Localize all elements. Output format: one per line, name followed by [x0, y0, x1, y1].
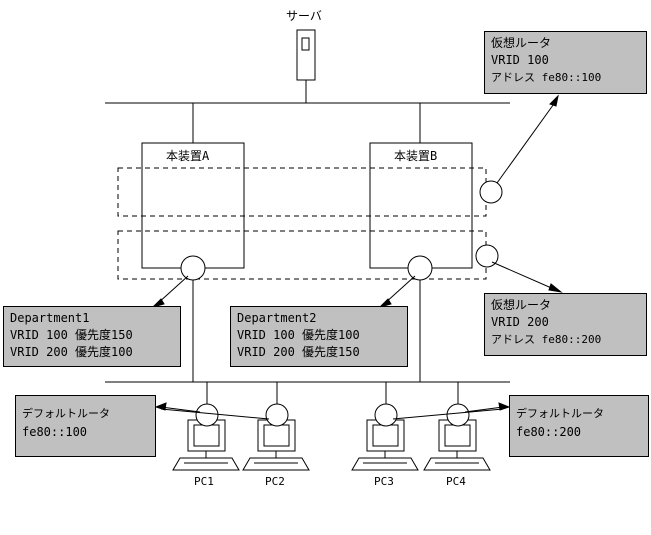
- default-router-left-box: デフォルトルータ fe80::100: [15, 395, 156, 457]
- department1-line2: VRID 200 優先度100: [10, 345, 133, 359]
- pc4-label: PC4: [446, 475, 466, 488]
- department1-line1: VRID 100 優先度150: [10, 328, 133, 342]
- pc3-label: PC3: [374, 475, 394, 488]
- pc1-interface-circle: [195, 403, 219, 427]
- department2-box: Department2 VRID 100 優先度100 VRID 200 優先度…: [230, 306, 408, 367]
- arrow-pc4-to-default-right: [464, 402, 511, 413]
- default-router-right-box: デフォルトルータ fe80::200: [509, 395, 649, 457]
- pc1-icon: [172, 419, 240, 471]
- pc2-icon: [242, 419, 310, 471]
- device-a-interface-circle: [180, 255, 206, 281]
- default-router-right-address: fe80::200: [516, 425, 582, 439]
- pc2-label: PC2: [265, 475, 285, 488]
- default-router-left-address: fe80::100: [22, 425, 88, 439]
- vrouter-100-vrid: VRID 100: [491, 53, 549, 67]
- arrow-to-department1: [151, 275, 189, 308]
- arrow-pc2-to-default-left: [160, 408, 270, 420]
- department2-title: Department2: [237, 311, 317, 325]
- device-b-label: 本装置B: [394, 149, 438, 163]
- vrouter-100-address: アドレス fe80::100: [491, 71, 602, 84]
- department1-box: Department1 VRID 100 優先度150 VRID 200 優先度…: [3, 306, 181, 367]
- pc1-label: PC1: [194, 475, 214, 488]
- arrow-pc1-to-default-left: [154, 402, 201, 413]
- pc4-interface-circle: [446, 403, 470, 427]
- vrouter-200-vrid: VRID 200: [491, 315, 549, 329]
- pc3-interface-circle: [374, 403, 398, 427]
- arrow-to-department2: [378, 275, 416, 308]
- device-a-label: 本装置A: [166, 149, 210, 163]
- department2-line1: VRID 100 優先度100: [237, 328, 360, 342]
- vrouter-100-title: 仮想ルータ: [491, 36, 552, 50]
- virtual-ip-circle-100: [479, 180, 503, 204]
- pc4-icon: [423, 419, 491, 471]
- arrow-pc3-to-default-right: [392, 408, 504, 420]
- device-b-interface-circle: [407, 255, 433, 281]
- default-router-right-title: デフォルトルータ: [516, 407, 604, 420]
- server-slot-icon: [301, 37, 310, 51]
- arrow-to-vrouter-100: [496, 94, 559, 184]
- pc2-interface-circle: [265, 403, 289, 427]
- device-b: [369, 142, 473, 269]
- server-label: サーバ: [286, 9, 322, 23]
- department1-title: Department1: [10, 311, 90, 325]
- device-a: [141, 142, 245, 269]
- pc3-icon: [351, 419, 419, 471]
- arrow-to-vrouter-200: [491, 261, 563, 293]
- vrouter-200-box: 仮想ルータ VRID 200 アドレス fe80::200: [484, 293, 647, 356]
- default-router-left-title: デフォルトルータ: [22, 407, 110, 420]
- vrouter-100-box: 仮想ルータ VRID 100 アドレス fe80::100: [484, 31, 647, 94]
- department2-line2: VRID 200 優先度150: [237, 345, 360, 359]
- virtual-ip-circle-200: [475, 244, 499, 268]
- vrouter-200-address: アドレス fe80::200: [491, 333, 602, 346]
- vrouter-200-title: 仮想ルータ: [491, 298, 552, 312]
